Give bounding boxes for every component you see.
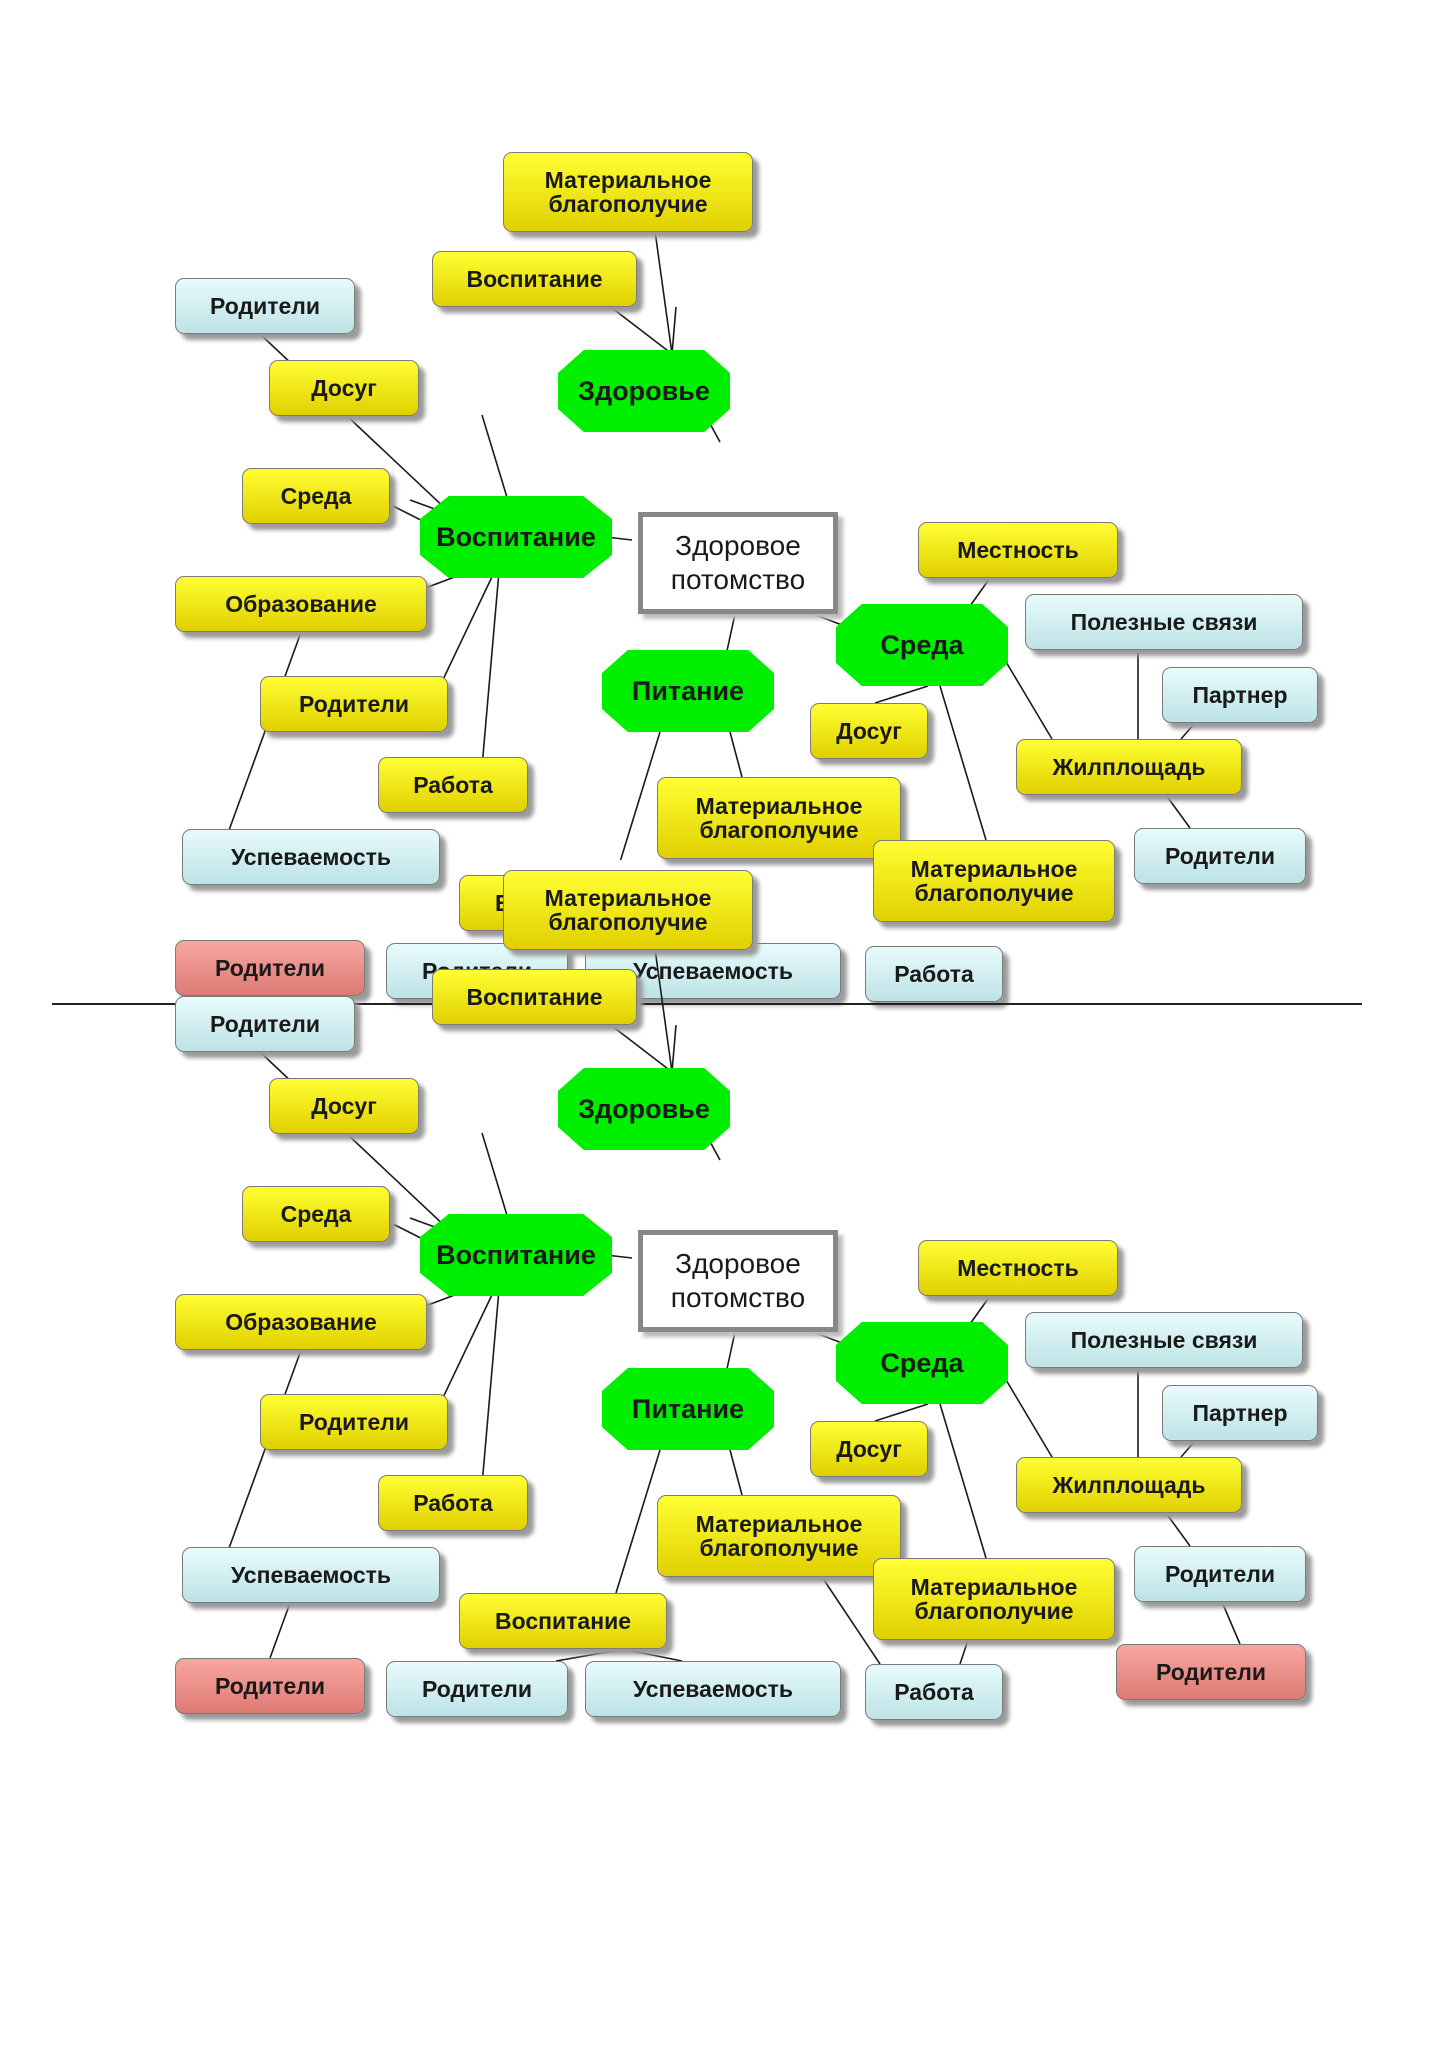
node-up-parents: Родители	[175, 996, 355, 1052]
node-env-leisure: Досуг	[810, 1421, 928, 1477]
connector-line	[227, 634, 301, 834]
node-nut-wealth: Материальное благополучие	[657, 1495, 901, 1577]
node-nut-work: Работа	[865, 1664, 1003, 1720]
node-health-upbringing: Воспитание	[432, 251, 637, 307]
connector-line	[874, 1403, 929, 1422]
node-up-parents: Родители	[175, 278, 355, 334]
node-up-parents-red: Родители	[175, 1658, 365, 1714]
node-env-links: Полезные связи	[1025, 1312, 1303, 1368]
divider-line	[52, 1003, 1362, 1005]
node-env-parents: Родители	[1134, 828, 1306, 884]
node-up-work: Работа	[378, 757, 528, 813]
node-env-partner: Партнер	[1162, 1385, 1318, 1441]
node-up-parents2: Родители	[260, 1394, 448, 1450]
connector-line	[729, 731, 743, 778]
connector-line	[621, 1648, 683, 1662]
node-up-leisure: Досуг	[269, 1078, 419, 1134]
connector-line	[1180, 722, 1196, 740]
node-upbringing: Воспитание	[420, 496, 612, 578]
connector-line	[671, 306, 677, 355]
node-up-env: Среда	[242, 468, 390, 524]
connector-line	[819, 1573, 881, 1665]
connector-line	[555, 1648, 626, 1662]
connector-line	[654, 948, 673, 1073]
node-env-links: Полезные связи	[1025, 594, 1303, 650]
central-node: Здоровое потомство	[638, 512, 838, 614]
node-env-leisure: Досуг	[810, 703, 928, 759]
node-env-parents-red: Родители	[1116, 1644, 1306, 1700]
node-up-education: Образование	[175, 1294, 427, 1350]
node-health: Здоровье	[558, 1068, 730, 1150]
connector-line	[1180, 1440, 1196, 1458]
node-up-progress: Успеваемость	[182, 1547, 440, 1603]
node-nut-upbringing: Воспитание	[459, 1593, 667, 1649]
node-nut-work: Работа	[865, 946, 1003, 1002]
node-up-work: Работа	[378, 1475, 528, 1531]
node-nut-wealth: Материальное благополучие	[657, 777, 901, 859]
connector-line	[959, 1639, 969, 1665]
connector-line	[939, 1403, 987, 1559]
node-health: Здоровье	[558, 350, 730, 432]
node-env-area: Местность	[918, 522, 1118, 578]
connector-line	[611, 307, 673, 355]
node-env-housing: Жилплощадь	[1016, 739, 1242, 795]
node-nutrition: Питание	[602, 650, 774, 732]
connector-line	[619, 731, 661, 860]
node-nut-progress: Успеваемость	[585, 1661, 841, 1717]
connector-line	[611, 1025, 673, 1073]
connector-line	[874, 685, 929, 704]
connector-line	[671, 1024, 677, 1073]
connector-line	[615, 1449, 661, 1594]
node-env-partner: Партнер	[1162, 667, 1318, 723]
node-nutrition: Питание	[602, 1368, 774, 1450]
connector-line	[227, 1352, 301, 1552]
node-env-housing: Жилплощадь	[1016, 1457, 1242, 1513]
node-up-env: Среда	[242, 1186, 390, 1242]
node-health-upbringing: Воспитание	[432, 969, 637, 1025]
node-env-wealth: Материальное благополучие	[873, 840, 1115, 922]
connector-line	[1221, 1601, 1241, 1645]
node-env-area: Местность	[918, 1240, 1118, 1296]
node-env: Среда	[836, 604, 1008, 686]
connector-line	[1165, 1512, 1191, 1547]
connector-line	[1165, 794, 1191, 829]
node-health-wealth: Материальное благополучие	[503, 870, 753, 950]
node-nut-parents: Родители	[386, 1661, 568, 1717]
node-up-parents2: Родители	[260, 676, 448, 732]
node-up-leisure: Досуг	[269, 360, 419, 416]
connector-line	[729, 1449, 743, 1496]
node-env: Среда	[836, 1322, 1008, 1404]
node-health-wealth: Материальное благополучие	[503, 152, 753, 232]
node-up-progress: Успеваемость	[182, 829, 440, 885]
central-node: Здоровое потомство	[638, 1230, 838, 1332]
connector-line	[939, 685, 987, 841]
node-env-parents: Родители	[1134, 1546, 1306, 1602]
node-up-parents-red: Родители	[175, 940, 365, 996]
node-up-education: Образование	[175, 576, 427, 632]
connector-line	[269, 1602, 291, 1659]
node-upbringing: Воспитание	[420, 1214, 612, 1296]
connector-line	[654, 230, 673, 355]
node-env-wealth: Материальное благополучие	[873, 1558, 1115, 1640]
